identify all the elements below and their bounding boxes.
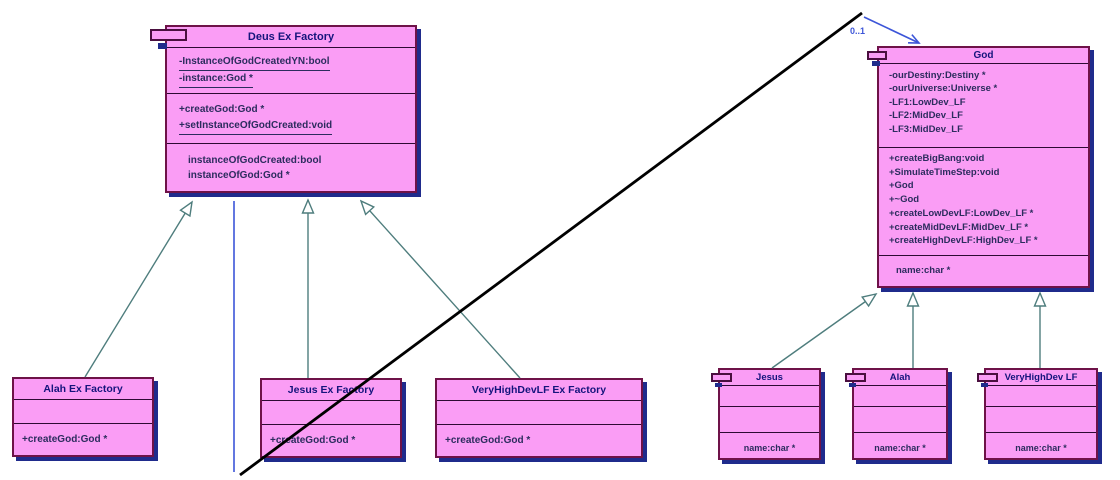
association-arrow-to-god[interactable] (863, 16, 921, 44)
empty-compartment (986, 386, 1096, 407)
class-veryhighdevlf-ex-factory[interactable]: VeryHighDevLF Ex Factory +createGod:God … (435, 378, 643, 458)
class-tab-icon (150, 29, 187, 41)
class-title: Jesus (720, 370, 819, 386)
class-member: instanceOfGod:God * (188, 170, 290, 181)
class-member: +createBigBang:void (889, 153, 985, 164)
class-member: name:char * (896, 265, 951, 276)
class-tab-icon (867, 51, 887, 60)
methods-compartment: +createGod:God * (437, 425, 641, 448)
empty-compartment (720, 386, 819, 407)
attributes-compartment: -ourDestiny:Destiny * -ourUniverse:Univer… (879, 64, 1088, 148)
class-alah[interactable]: Alah name:char * (845, 368, 948, 460)
class-member: +createHighDevLF:HighDev_LF * (889, 235, 1038, 247)
class-member: +createLowDevLF:LowDev_LF * (889, 207, 1034, 219)
class-tab-icon (711, 373, 732, 382)
class-member: instanceOfGodCreated:bool (188, 155, 322, 166)
methods-compartment: +createGod:God * +setInstanceOfGodCreated… (167, 94, 415, 144)
generalization-alah-ex-to-deus[interactable] (84, 202, 192, 378)
class-jesus[interactable]: Jesus name:char * (711, 368, 821, 460)
class-member: +God (889, 180, 914, 192)
generalization-jesus-to-god[interactable] (771, 294, 876, 369)
methods-compartment: +createGod:God * (14, 424, 152, 447)
properties-compartment: name:char * (986, 433, 1096, 454)
class-member: -LF1:LowDev_LF (889, 96, 966, 108)
class-member: -InstanceOfGodCreatedYN:bool (179, 54, 415, 71)
class-title: Alah (854, 370, 946, 386)
class-title: Alah Ex Factory (14, 379, 152, 400)
empty-compartment (854, 407, 946, 433)
class-tab-shadow (849, 383, 856, 387)
class-member: +createGod:God * (22, 434, 108, 445)
empty-compartment (986, 407, 1096, 433)
class-member: -LF3:MidDev_LF (889, 123, 963, 135)
attributes-compartment: -InstanceOfGodCreatedYN:bool-instance:Go… (167, 48, 415, 94)
class-member: name:char * (743, 443, 796, 453)
empty-compartment (14, 400, 152, 424)
empty-compartment (437, 401, 641, 425)
class-title: God (879, 48, 1088, 64)
class-member: +SimulateTimeStep:void (889, 166, 1000, 178)
class-member: +createMidDevLF:MidDev_LF * (889, 221, 1029, 233)
class-title: VeryHighDevLF Ex Factory (437, 380, 641, 401)
class-god[interactable]: God -ourDestiny:Destiny * -ourUniverse:Un… (867, 46, 1090, 288)
generalization-veryhighdevlf-ex-to-deus[interactable] (361, 201, 521, 379)
class-member: name:char * (874, 443, 926, 453)
class-alah-ex-factory[interactable]: Alah Ex Factory +createGod:God * (12, 377, 154, 457)
empty-compartment (262, 401, 400, 425)
properties-compartment: instanceOfGodCreated:bool instanceOfGod:G… (167, 144, 415, 183)
multiplicity-label: 0..1 (850, 26, 866, 36)
class-member: -ourDestiny:Destiny * (889, 70, 986, 81)
methods-compartment: +createBigBang:void +SimulateTimeStep:voi… (879, 148, 1088, 256)
class-member: +~God (889, 194, 920, 206)
class-member: +createGod:God * (445, 435, 531, 446)
empty-compartment (854, 386, 946, 407)
class-tab-shadow (158, 43, 167, 49)
class-tab-shadow (715, 383, 722, 387)
class-title: VeryHighDev LF (986, 370, 1096, 386)
class-member: -instance:God * (179, 71, 415, 88)
class-title: Deus Ex Factory (167, 27, 415, 48)
class-title: Jesus Ex Factory (262, 380, 400, 401)
class-member: +createGod:God * (270, 435, 356, 446)
class-member: +createGod:God * (179, 104, 265, 115)
class-member: -LF2:MidDev_LF (889, 110, 963, 122)
empty-compartment (720, 407, 819, 433)
methods-compartment: +createGod:God * (262, 425, 400, 448)
class-tab-shadow (981, 383, 988, 387)
class-member: name:char * (1015, 443, 1067, 453)
class-member: +setInstanceOfGodCreated:void (179, 118, 415, 135)
class-member: -ourUniverse:Universe * (889, 83, 998, 95)
class-tab-icon (845, 373, 866, 382)
class-tab-shadow (872, 61, 880, 66)
class-deus-ex-factory[interactable]: Deus Ex Factory -InstanceOfGodCreatedYN:… (150, 25, 417, 193)
class-jesus-ex-factory[interactable]: Jesus Ex Factory +createGod:God * (260, 378, 402, 458)
properties-compartment: name:char * (879, 256, 1088, 277)
class-veryhighdev-lf[interactable]: VeryHighDev LF name:char * (977, 368, 1098, 460)
properties-compartment: name:char * (854, 433, 946, 454)
properties-compartment: name:char * (720, 433, 819, 454)
class-tab-icon (977, 373, 998, 382)
